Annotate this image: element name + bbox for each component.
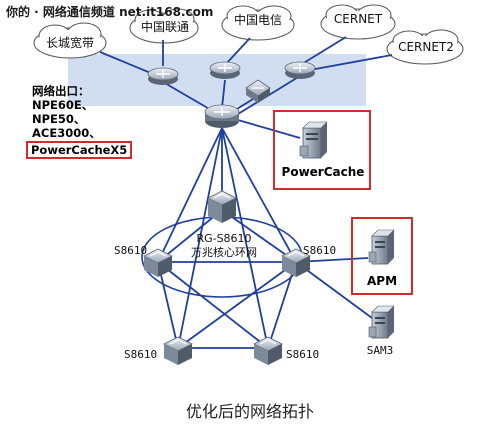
switch-label-bottom-left: S8610 bbox=[124, 348, 157, 361]
cloud-great-wall: 长城宽带 bbox=[33, 22, 107, 59]
cloud-cernet2: CERNET2 bbox=[386, 29, 464, 65]
switch-s8610-right bbox=[281, 248, 311, 277]
powercache-highlight-box bbox=[273, 110, 371, 190]
switch-s8610-bottom-right bbox=[253, 336, 283, 365]
sam3-label: SAM3 bbox=[367, 344, 394, 357]
router-telecom bbox=[209, 61, 241, 79]
egress-title: 网络出口： bbox=[32, 84, 90, 98]
cloud-telecom: 中国电信 bbox=[221, 5, 295, 41]
egress-item: ACE3000、 bbox=[32, 126, 101, 140]
core-name-label: RG-S8610 bbox=[196, 232, 251, 245]
powercache-server-icon bbox=[299, 121, 328, 159]
ace3000-appliance bbox=[245, 79, 271, 103]
cloud-label-cernet2: CERNET2 bbox=[398, 40, 454, 54]
site-watermark: 你的 · 网络通信频道 net.it168.com bbox=[6, 5, 214, 19]
cloud-label-unicom: 中国联通 bbox=[141, 19, 189, 34]
egress-item: NPE50、 bbox=[32, 112, 86, 126]
cloud-label-great-wall: 长城宽带 bbox=[46, 35, 94, 50]
switch-label-right: S8610 bbox=[303, 244, 336, 257]
router-unicom bbox=[147, 67, 179, 85]
core-switch-rg-s8610 bbox=[207, 190, 237, 223]
switch-label-bottom-right: S8610 bbox=[286, 348, 319, 361]
powercache-link bbox=[237, 119, 301, 139]
cloud-label-cernet: CERNET bbox=[334, 12, 383, 26]
router-cernet bbox=[284, 61, 316, 79]
isp-links bbox=[99, 36, 393, 77]
apm-label: APM bbox=[367, 274, 397, 288]
core-desc-label: 万兆核心环网 bbox=[191, 245, 257, 259]
egress-item: NPE60E、 bbox=[32, 98, 94, 112]
powercache-label: PowerCache bbox=[282, 165, 365, 179]
diagram-caption: 优化后的网络拓扑 bbox=[185, 402, 314, 421]
apm-highlight-box bbox=[351, 217, 413, 295]
cloud-cernet: CERNET bbox=[320, 4, 396, 40]
egress-highlight-powercachex5: PowerCacheX5 bbox=[26, 141, 133, 159]
egress-list: 网络出口： NPE60E、 NPE50、 ACE3000、 PowerCache… bbox=[26, 84, 133, 159]
cloud-label-telecom: 中国电信 bbox=[234, 12, 282, 27]
apm-server-icon bbox=[368, 229, 395, 265]
switch-s8610-left bbox=[143, 248, 173, 277]
core-links bbox=[157, 127, 373, 349]
switch-s8610-bottom-left bbox=[163, 336, 193, 365]
cloud-unicom: 中国联通 bbox=[129, 8, 199, 44]
core-router bbox=[204, 104, 240, 128]
sam3-server-icon bbox=[368, 305, 395, 339]
switch-label-left: S8610 bbox=[114, 244, 147, 257]
